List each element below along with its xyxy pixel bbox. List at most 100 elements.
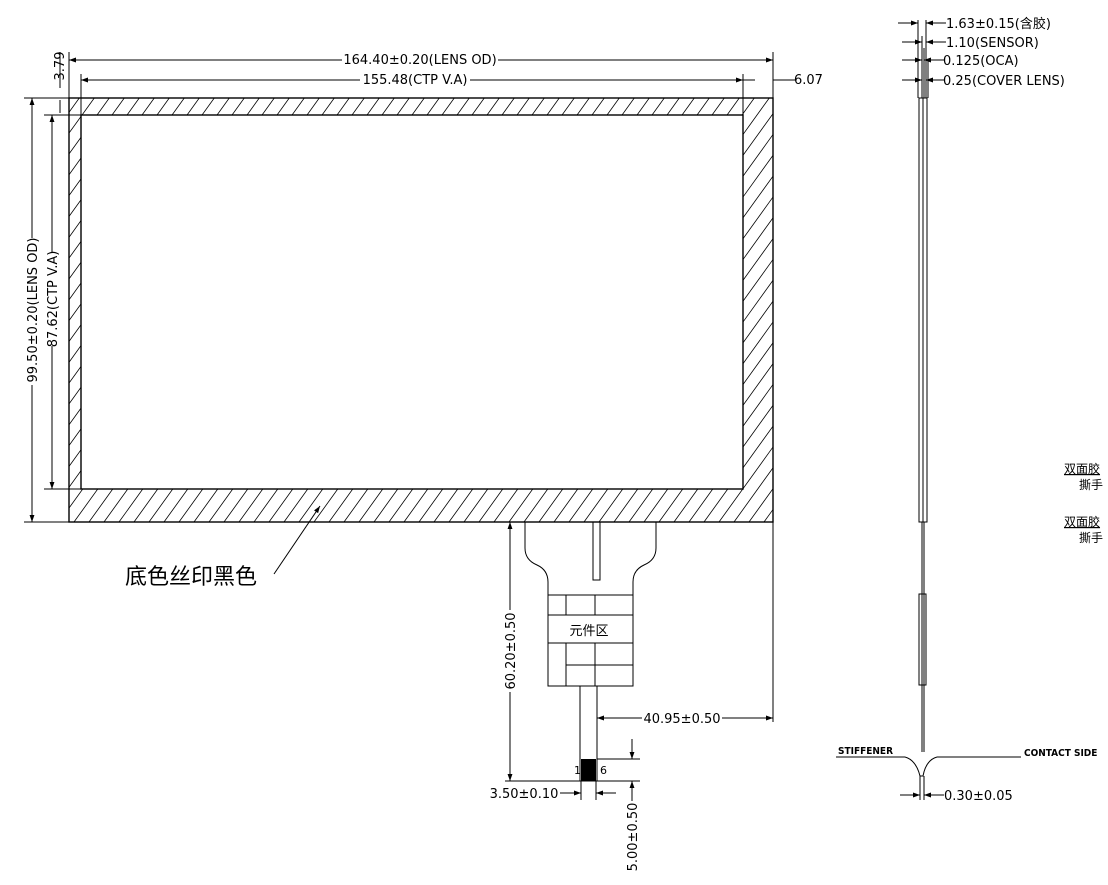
hatch-line — [103, 98, 410, 522]
dim-finger-length: 5.00±0.50 — [597, 739, 641, 871]
hatch-line — [69, 98, 335, 522]
hatch-line — [69, 98, 365, 522]
contact-finger — [581, 759, 596, 781]
dim-oca: 0.125(OCA) — [902, 54, 1019, 69]
component-area: 元件区 — [547, 594, 634, 687]
hatch-line — [268, 98, 575, 522]
hatch-line — [343, 98, 650, 522]
dim-lens-width: 164.40±0.20(LENS OD) — [68, 52, 774, 98]
va-height-label: 87.62(CTP V.A) — [46, 251, 61, 348]
oca-label: 0.125(OCA) — [943, 54, 1019, 69]
front-view: 164.40±0.20(LENS OD) 155.48(CTP V.A) 3.7… — [0, 52, 1084, 590]
cover-lens-label: 0.25(COVER LENS) — [943, 74, 1065, 89]
dim-lens-height: 99.50±0.20(LENS OD) — [24, 97, 69, 523]
dim-va-width: 155.48(CTP V.A) — [80, 73, 744, 115]
hatch-line — [553, 98, 773, 522]
sensor-label: 1.10(SENSOR) — [946, 36, 1039, 51]
hatch-line — [193, 98, 500, 522]
hatch-line — [253, 98, 560, 522]
hatch-line — [718, 98, 773, 522]
hatch-line — [613, 98, 773, 522]
finger-length-label: 5.00±0.50 — [626, 803, 641, 872]
hatch-line — [69, 98, 125, 522]
hatch-line — [133, 98, 440, 522]
lens-height-label: 99.50±0.20(LENS OD) — [26, 237, 41, 382]
hatch-line — [0, 98, 49, 522]
hatch-line — [163, 98, 470, 522]
hatch-line — [418, 98, 725, 522]
hatch-line — [358, 98, 665, 522]
hatch-line — [148, 98, 455, 522]
va-width-label: 155.48(CTP V.A) — [363, 73, 468, 88]
hatch-line — [628, 98, 773, 522]
hatch-line — [69, 98, 275, 522]
hatch-line — [118, 98, 425, 522]
hatch-line — [763, 98, 773, 522]
hatch-line — [0, 98, 19, 522]
dim-cover-lens: 0.25(COVER LENS) — [902, 74, 1065, 89]
hatch-line — [238, 98, 545, 522]
hatch-line — [583, 98, 773, 522]
hatch-line — [538, 98, 773, 522]
dim-va-height: 87.62(CTP V.A) — [44, 114, 81, 490]
hatch-line — [73, 98, 380, 522]
hatch-line — [478, 98, 773, 522]
dim-fpc-offset: 40.95±0.50 — [597, 522, 774, 727]
pin-first-label: 1 — [574, 764, 581, 777]
hatch-line — [688, 98, 773, 522]
view-area-outline — [80, 114, 744, 490]
hatch-line — [208, 98, 515, 522]
offset-left-label: 3.79 — [53, 52, 68, 81]
tear-label-2: 撕手 — [1079, 531, 1103, 545]
silkscreen-callout: 底色丝印黑色 — [125, 505, 321, 590]
hatch-line — [69, 98, 155, 522]
hatch-line — [733, 98, 773, 522]
dim-fpc-length: 60.20±0.50 — [504, 521, 580, 782]
hatch-line — [463, 98, 770, 522]
fpc-offset-label: 40.95±0.50 — [643, 712, 720, 727]
fpc-length-label: 60.20±0.50 — [504, 612, 519, 689]
hatch-line — [779, 98, 1084, 522]
dim-finger-width: 3.50±0.10 — [490, 781, 616, 802]
finger-width-label: 3.50±0.10 — [490, 787, 559, 802]
hatch-line — [0, 98, 4, 522]
tape-label-2: 双面胶 — [1064, 514, 1100, 529]
lens-outline — [68, 97, 774, 523]
hatch-line — [523, 98, 773, 522]
hatch-line — [448, 98, 755, 522]
tear-label-1: 撕手 — [1079, 478, 1103, 492]
hatch-line — [388, 98, 695, 522]
hatch-line — [178, 98, 485, 522]
hatch-line — [433, 98, 740, 522]
hatch-line — [328, 98, 635, 522]
hatch-line — [568, 98, 773, 522]
offset-right-label: 6.07 — [794, 73, 823, 88]
tape-labels: 双面胶 撕手 双面胶 撕手 — [1064, 461, 1103, 545]
hatch-line — [223, 98, 530, 522]
hatch-line — [313, 98, 620, 522]
hatch-line — [508, 98, 773, 522]
stiffener-label: STIFFENER — [838, 746, 893, 757]
hatch-line — [493, 98, 773, 522]
hatch-line — [598, 98, 773, 522]
total-thickness-label: 1.63±0.15(含胶) — [946, 16, 1051, 32]
hatch-line — [298, 98, 605, 522]
side-stiffener — [918, 593, 927, 686]
fpc-outline — [524, 522, 657, 782]
fpc-thickness-label: 0.30±0.05 — [944, 789, 1013, 804]
silkscreen-hatch — [0, 98, 1084, 522]
pin-last-label: 6 — [600, 764, 607, 777]
fpc-tail: 元件区 1 6 60.20±0.50 40.95±0.50 3.50±0.10 — [490, 521, 774, 871]
dim-offset-left: 3.79 — [53, 52, 68, 113]
dim-offset-right: 6.07 — [743, 73, 823, 88]
contact-side-label: CONTACT SIDE — [1024, 748, 1097, 759]
dim-sensor: 1.10(SENSOR) — [902, 36, 1039, 51]
hatch-line — [403, 98, 710, 522]
silkscreen-note: 底色丝印黑色 — [125, 565, 257, 590]
fpc-slit — [592, 522, 601, 581]
hatch-line — [69, 98, 350, 522]
hatch-line — [88, 98, 395, 522]
hatch-line — [748, 98, 773, 522]
hatch-line — [373, 98, 680, 522]
